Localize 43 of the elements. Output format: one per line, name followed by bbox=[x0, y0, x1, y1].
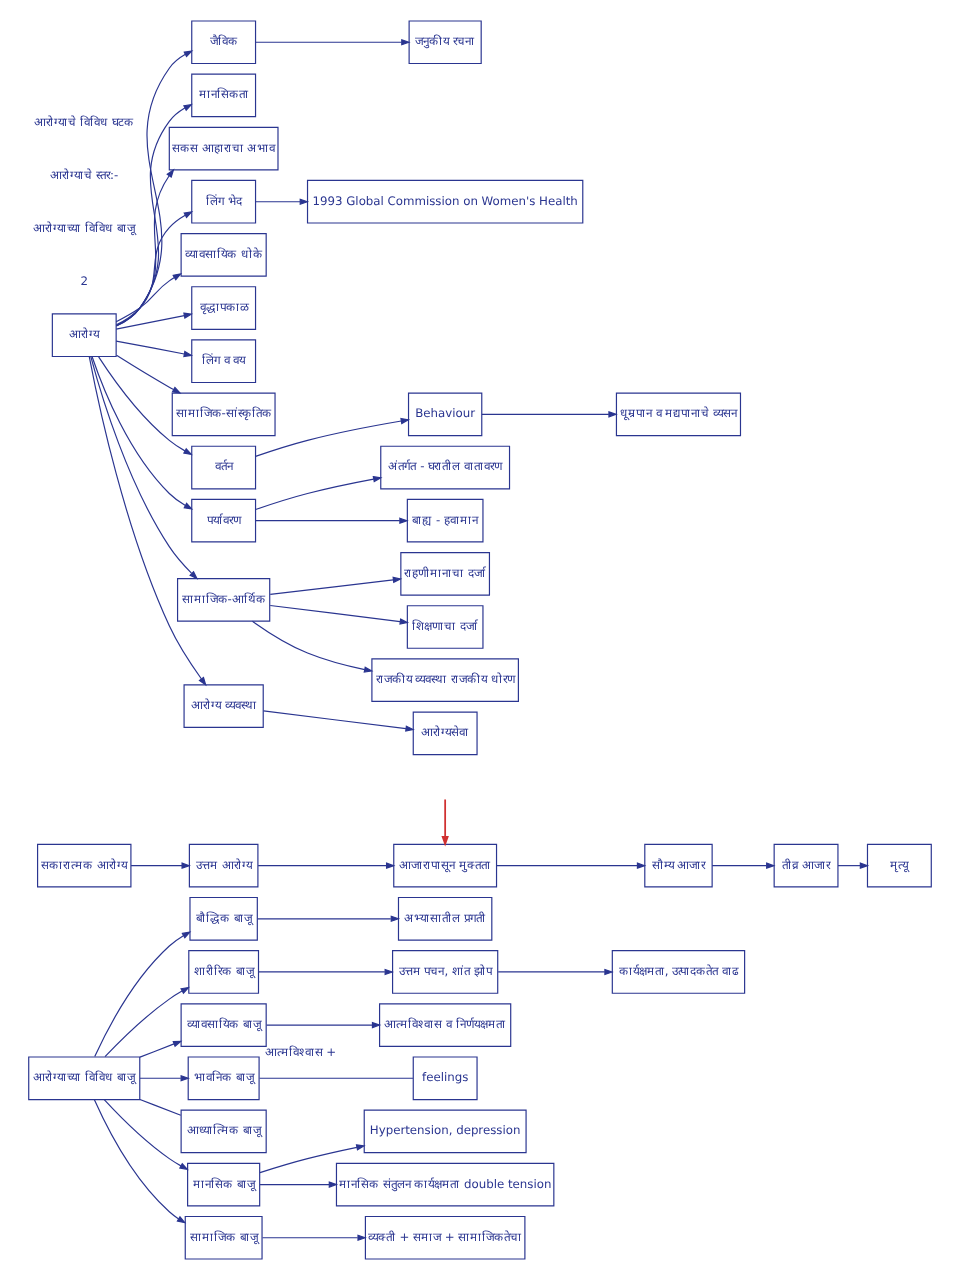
arrow bbox=[139, 1040, 183, 1058]
arrow bbox=[139, 1074, 190, 1082]
arrow bbox=[251, 620, 374, 673]
arrow bbox=[257, 915, 401, 923]
arrow bbox=[497, 968, 614, 976]
arrow bbox=[115, 340, 194, 358]
arrow bbox=[496, 862, 647, 869]
arrow bbox=[103, 1099, 189, 1171]
arrow bbox=[481, 411, 618, 418]
connector bbox=[139, 1098, 182, 1116]
connector bbox=[258, 1077, 414, 1079]
arrow bbox=[255, 517, 409, 524]
arrow bbox=[116, 103, 193, 327]
arrow bbox=[262, 710, 415, 732]
arrow bbox=[269, 576, 403, 596]
arrow bbox=[269, 604, 410, 625]
arrow bbox=[255, 198, 310, 206]
arrow bbox=[259, 1144, 366, 1174]
arrow bbox=[255, 38, 411, 46]
arrow bbox=[261, 1234, 367, 1242]
arrow bbox=[115, 168, 175, 327]
arrow bbox=[91, 356, 194, 510]
arrow bbox=[441, 798, 449, 847]
arrow bbox=[115, 273, 183, 323]
arrow bbox=[115, 354, 182, 394]
arrow bbox=[837, 862, 870, 869]
arrow bbox=[255, 475, 383, 511]
arrow bbox=[115, 211, 194, 326]
arrow bbox=[88, 356, 207, 687]
arrow bbox=[259, 1181, 339, 1188]
arrow bbox=[115, 312, 194, 330]
arrow bbox=[257, 862, 396, 869]
arrow bbox=[255, 417, 411, 457]
arrow bbox=[130, 862, 191, 869]
arrow bbox=[98, 356, 193, 456]
arrow bbox=[90, 356, 199, 580]
arrow bbox=[115, 50, 194, 327]
arrow bbox=[104, 986, 190, 1058]
arrow bbox=[258, 968, 394, 976]
arrow bbox=[93, 1099, 187, 1224]
arrow bbox=[94, 931, 192, 1058]
arrow bbox=[711, 862, 776, 869]
arrow bbox=[266, 1021, 382, 1029]
